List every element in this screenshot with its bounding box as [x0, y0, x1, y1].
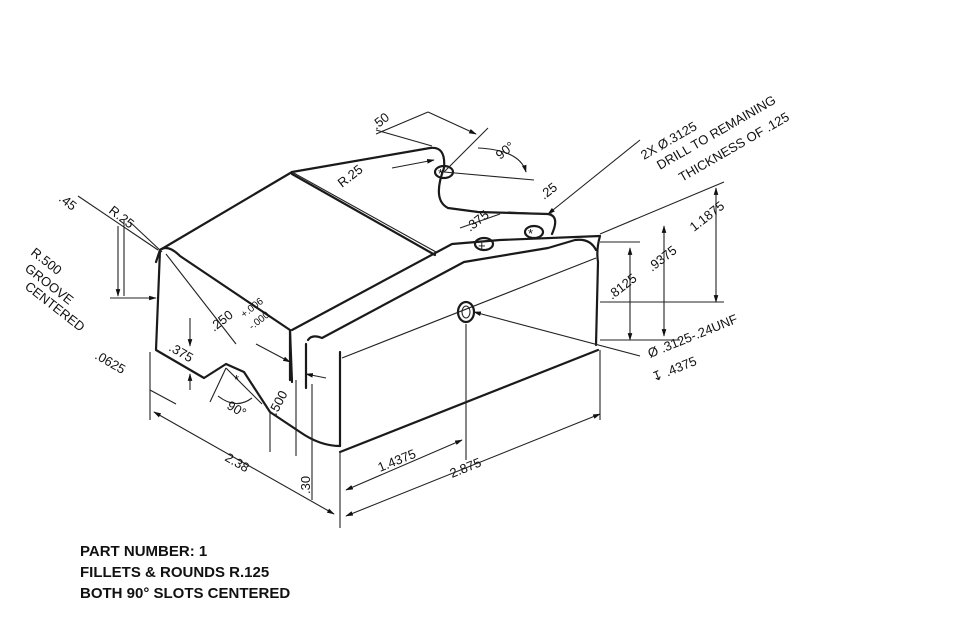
note-part-number: PART NUMBER: 1	[80, 543, 208, 560]
drill-hole-2	[473, 236, 495, 252]
center-mark-hole: +	[478, 238, 486, 253]
drill-hole-3	[523, 224, 545, 240]
dim-500: .500	[265, 388, 290, 417]
dim-238: 2.38	[223, 450, 252, 476]
dimension-lines	[77, 111, 725, 528]
left-end-top	[154, 248, 162, 264]
center-mark-top: *	[438, 166, 443, 181]
center-mark-hole-2: *	[528, 226, 533, 241]
dim-9375: .9375	[645, 243, 680, 275]
dim-r25-left: R.25	[106, 203, 137, 232]
threaded-hole	[456, 300, 476, 324]
dim-2875: 2.875	[448, 455, 484, 481]
top-face-fold	[291, 171, 437, 253]
note-slots: BOTH 90° SLOTS CENTERED	[80, 585, 291, 602]
front-face-top	[306, 238, 598, 342]
note-fillets: FILLETS & ROUNDS R.125	[80, 564, 270, 581]
center-marks: * * + *	[234, 166, 533, 387]
dim-0625: .0625	[93, 348, 129, 377]
dim-14375: 1.4375	[376, 446, 418, 475]
dim-r25-top: R.25	[335, 162, 366, 191]
dim-25: .25	[537, 179, 560, 202]
part-outline	[154, 146, 602, 454]
threaded-hole-inner	[461, 305, 471, 319]
top-back-edge	[158, 146, 557, 252]
drill-hole-1	[433, 164, 455, 180]
center-mark-left: *	[234, 372, 239, 387]
drawing-notes: PART NUMBER: 1 FILLETS & ROUNDS R.125 BO…	[80, 541, 290, 604]
dim-30: .30	[298, 476, 313, 494]
dim-45: .45	[56, 191, 79, 214]
dim-8125: .8125	[605, 271, 640, 303]
top-ridge-edge	[290, 170, 437, 257]
dim-11875: 1.1875	[687, 198, 728, 234]
dim-375-left: .375	[167, 340, 196, 366]
front-top-edge	[158, 246, 294, 384]
dim-90-left: 90°	[225, 398, 250, 421]
front-face-bottom	[338, 348, 600, 454]
dim-90-top: 90°	[493, 138, 518, 162]
